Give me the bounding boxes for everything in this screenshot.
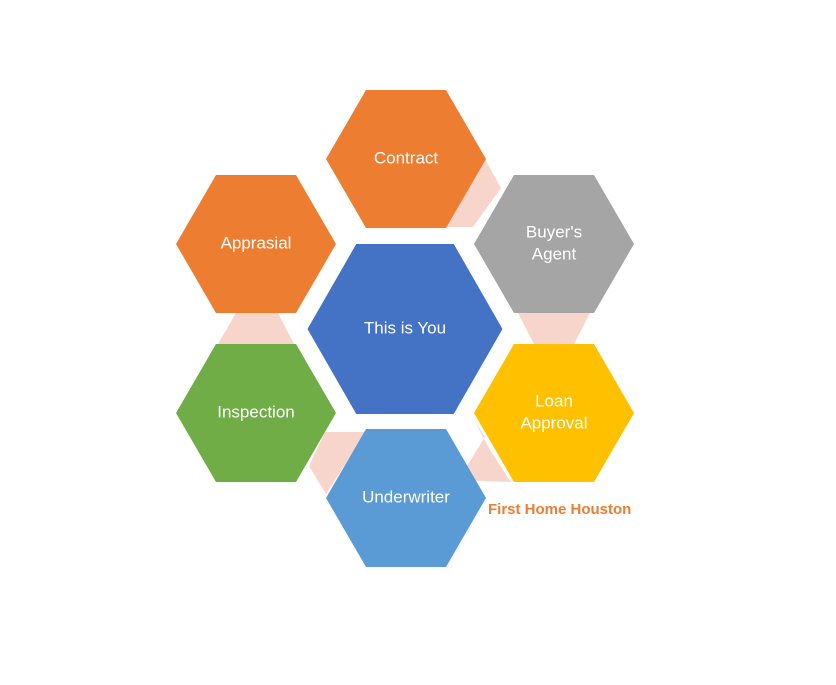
connector-underwriter-inspect xyxy=(309,432,366,494)
hexagon-buyers-agent-label: Buyer's xyxy=(526,222,582,241)
hexagon-loan-approval-shape xyxy=(474,344,634,482)
hexagon-loan-approval-label: Approval xyxy=(520,413,587,432)
hexagons-layer: ContractBuyer'sAgentLoanApprovalUnderwri… xyxy=(176,90,634,567)
hexagon-underwriter-label: Underwriter xyxy=(362,487,450,506)
hexagon-contract-label: Contract xyxy=(374,148,439,167)
hexagon-apprasial-shape xyxy=(176,175,336,313)
hexagon-apprasial: Apprasial xyxy=(176,175,336,313)
hexagon-underwriter-shape xyxy=(326,429,486,567)
hexagon-apprasial-label: Apprasial xyxy=(221,233,292,252)
hexagon-center-shape xyxy=(307,244,503,414)
hexagon-loan-approval-label: Loan xyxy=(535,391,573,410)
hexagon-inspection: Inspection xyxy=(176,344,336,482)
connector-loan-underwriter xyxy=(458,418,511,482)
connector-inspect-apprasial xyxy=(218,313,294,344)
hexagon-center: This is You xyxy=(307,244,503,414)
connector-agent-loan xyxy=(518,313,590,344)
hexagon-buyers-agent-shape xyxy=(474,175,634,313)
hexagon-contract-shape xyxy=(326,90,486,228)
hexagon-contract: Contract xyxy=(326,90,486,228)
hexagon-inspection-shape xyxy=(176,344,336,482)
hexagon-inspection-label: Inspection xyxy=(217,402,295,421)
connector-contract-agent xyxy=(446,159,501,227)
hexagon-buyers-agent-label: Agent xyxy=(532,244,577,263)
watermark-text: First Home Houston xyxy=(488,501,631,518)
hexagon-underwriter: Underwriter xyxy=(326,429,486,567)
connectors-layer xyxy=(218,159,590,494)
hexagon-center-label: This is You xyxy=(364,318,446,337)
